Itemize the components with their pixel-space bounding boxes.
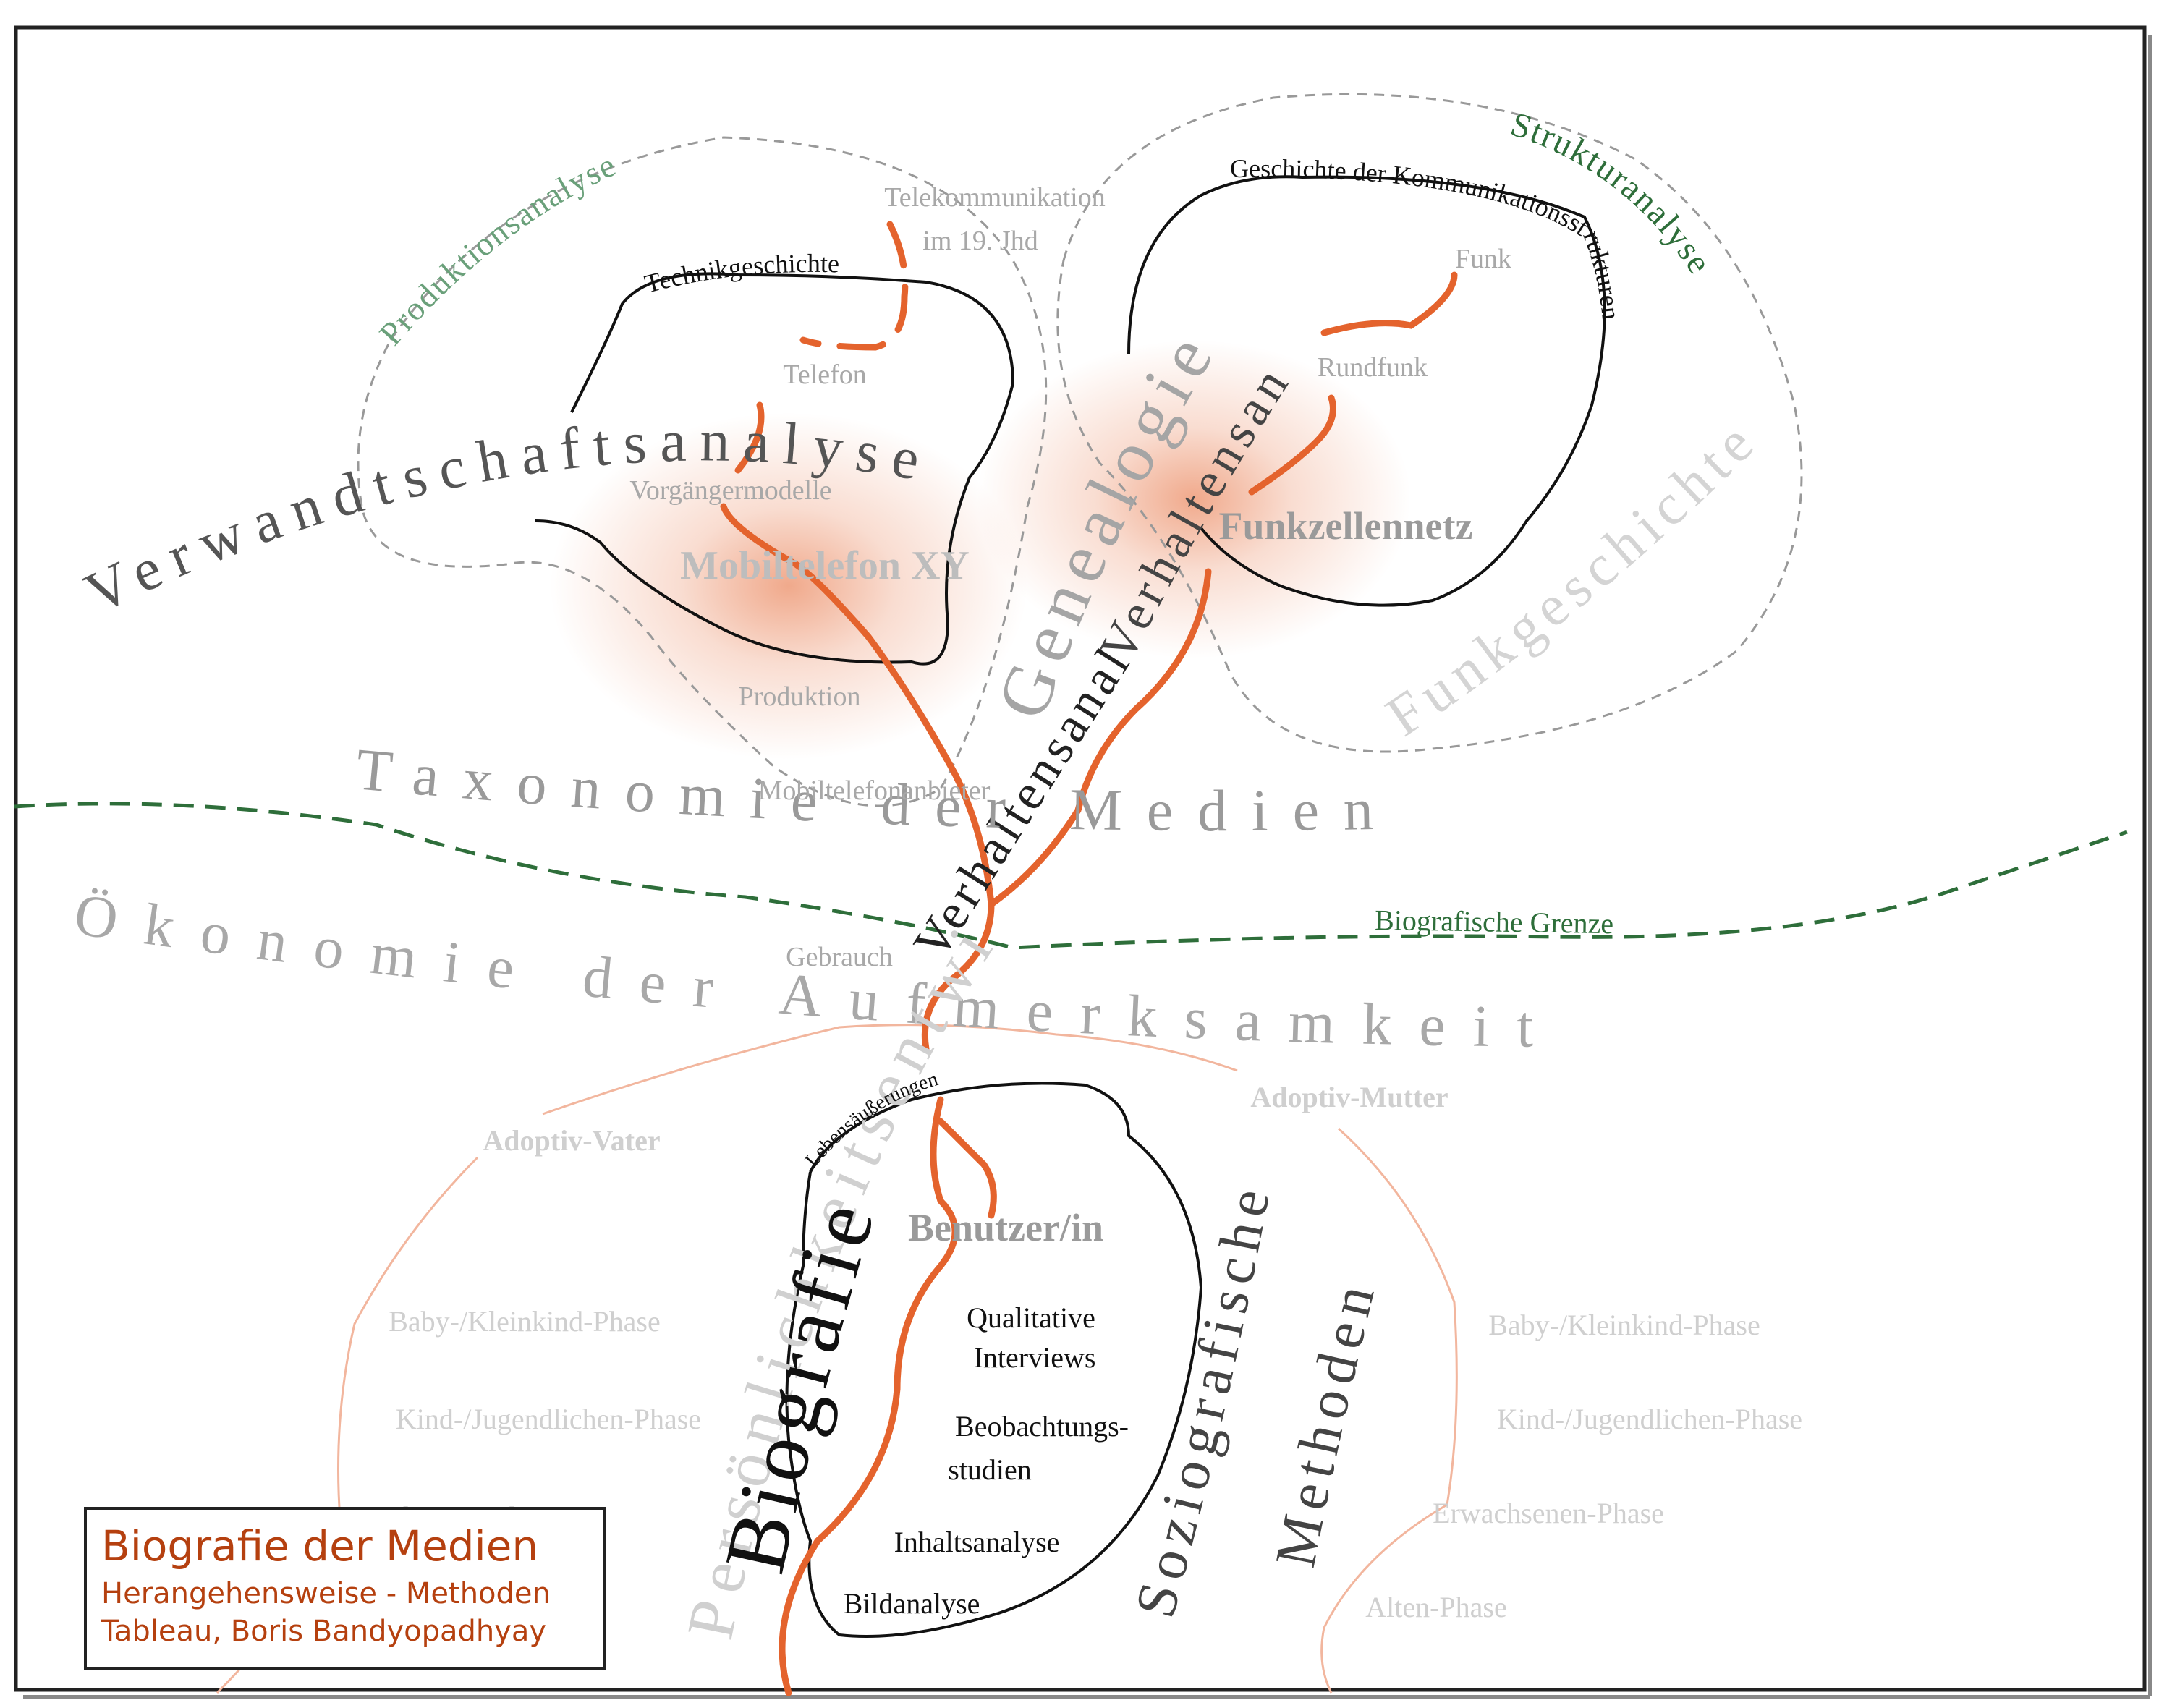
phase-right-alten: Alten-Phase bbox=[1365, 1591, 1507, 1623]
phase-right-erwachsen: Erwachsenen-Phase bbox=[1433, 1497, 1664, 1529]
funkzellennetz-glow bbox=[977, 340, 1411, 658]
benutzer-twig bbox=[937, 1118, 997, 1219]
label-biografische-grenze: Biografische Grenze bbox=[1375, 904, 1614, 940]
label-produktionsanalyse: Produktionsanalyse bbox=[372, 145, 622, 352]
legend-box: Biografie der Medien Herangehensweise - … bbox=[84, 1507, 606, 1670]
node-telekommunikation: Telekommunikation bbox=[884, 182, 1106, 213]
struktur-region bbox=[1056, 93, 1803, 753]
label-funkgeschichte: Funkgeschichte bbox=[1375, 407, 1770, 749]
node-telefon: Telefon bbox=[783, 360, 867, 390]
telekom-dashed-twig bbox=[799, 221, 909, 351]
biografie-outline bbox=[785, 1082, 1203, 1638]
funk-twig bbox=[1320, 271, 1458, 336]
legend-title: Biografie der Medien bbox=[101, 1521, 538, 1571]
node-funkzellennetz: Funkzellennetz bbox=[1219, 504, 1473, 548]
mobiltelefon-glow bbox=[550, 412, 1027, 760]
phase-left-kind: Kind-/Jugendlichen-Phase bbox=[396, 1403, 701, 1435]
method-inhaltsanalyse: Inhaltsanalyse bbox=[894, 1526, 1060, 1558]
node-vorgaengermodelle: Vorgängermodelle bbox=[629, 475, 831, 506]
biografische-grenze-line bbox=[14, 802, 2128, 950]
tree-right-branch bbox=[988, 568, 1212, 908]
phase-left-baby: Baby-/Kleinkind-Phase bbox=[389, 1305, 661, 1338]
node-mobiltelefon: Mobiltelefon XY bbox=[680, 543, 970, 588]
label-methoden: Methoden bbox=[1263, 1272, 1388, 1573]
telefon-twig bbox=[734, 401, 765, 474]
label-soziografische: Soziografische bbox=[1123, 1177, 1283, 1623]
method-qualitative: Qualitative bbox=[967, 1301, 1095, 1334]
kommunikation-outline bbox=[1127, 175, 1606, 607]
tree-trunk bbox=[779, 561, 995, 1696]
node-telekommunikation-sub: im 19. Jhd bbox=[922, 226, 1038, 256]
phase-right-baby: Baby-/Kleinkind-Phase bbox=[1488, 1309, 1760, 1341]
node-benutzer: Benutzer/in bbox=[908, 1206, 1103, 1249]
tree-left-twig bbox=[720, 503, 799, 568]
legend-line1: Herangehensweise - Methoden bbox=[101, 1577, 551, 1610]
rundfunk-twig bbox=[1248, 394, 1336, 496]
outer-frame bbox=[14, 25, 2147, 1692]
node-adoptiv-vater: Adoptiv-Vater bbox=[483, 1124, 660, 1157]
node-adoptiv-mutter: Adoptiv-Mutter bbox=[1250, 1081, 1448, 1113]
adoptiv-mutter-line bbox=[1320, 1127, 1458, 1694]
legend-frame bbox=[84, 1507, 606, 1670]
legend-line2: Tableau, Boris Bandyopadhyay bbox=[101, 1615, 546, 1648]
method-bildanalyse: Bildanalyse bbox=[844, 1587, 980, 1620]
method-studien: studien bbox=[948, 1453, 1032, 1486]
node-rundfunk: Rundfunk bbox=[1318, 352, 1428, 383]
technikgeschichte-outline bbox=[535, 272, 1015, 666]
node-funk: Funk bbox=[1455, 244, 1511, 274]
method-interviews: Interviews bbox=[974, 1341, 1096, 1374]
phase-right-kind: Kind-/Jugendlichen-Phase bbox=[1497, 1403, 1802, 1435]
node-produktion: Produktion bbox=[739, 681, 861, 712]
method-beobachtungs: Beobachtungs- bbox=[955, 1410, 1129, 1443]
label-geschichte-kommunikation: Geschichte der Kommunikationsstrukturen bbox=[1230, 154, 1626, 321]
produktion-region bbox=[357, 136, 1048, 807]
node-mobiltelefonanbieter: Mobiltelefonanbieter bbox=[758, 776, 991, 806]
node-gebrauch: Gebrauch bbox=[786, 942, 893, 972]
label-technikgeschichte: Technikgeschichte bbox=[642, 249, 840, 299]
